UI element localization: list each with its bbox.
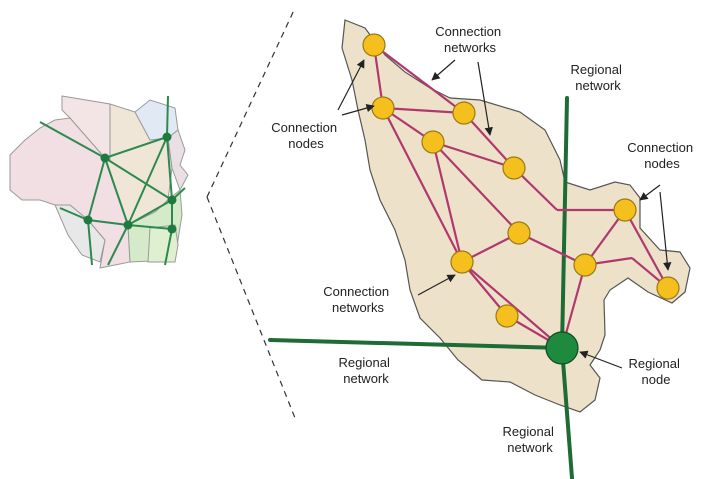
labels: Connection networks Regional network Con… (271, 24, 696, 455)
zoom-connector-lines (206, 7, 296, 419)
district-east (167, 129, 189, 192)
annotation-arrows (337, 59, 672, 369)
label-regional-network-top: Regional network (571, 62, 626, 93)
connection-node (371, 96, 395, 120)
connection-node (450, 250, 474, 274)
label-regional-network-left: Regional network (339, 355, 394, 386)
connection-node (656, 276, 680, 300)
regional-node (545, 331, 579, 365)
overview-map (9, 95, 189, 269)
overview-node (162, 132, 172, 142)
label-connection-nodes-left: Connection nodes (271, 120, 340, 151)
label-regional-node: Regional node (629, 356, 684, 387)
label-connection-nodes-right: Connection nodes (627, 140, 696, 171)
overview-node (167, 195, 177, 205)
connection-node (507, 221, 531, 245)
connection-nodes (362, 33, 680, 328)
overview-nodes (83, 132, 177, 234)
overview-node (123, 220, 133, 230)
district-southwest (54, 204, 106, 263)
district-region-shape (341, 19, 691, 413)
regional-network-lines (268, 96, 574, 479)
connection-node (421, 130, 445, 154)
overview-network-lines (39, 95, 186, 266)
connection-node (452, 101, 476, 125)
connection-node (573, 253, 597, 277)
connection-node (362, 33, 386, 57)
label-connection-networks-mid: Connection networks (323, 284, 392, 315)
label-connection-networks-top: Connection networks (435, 24, 504, 55)
connection-node (613, 198, 637, 222)
overview-node (83, 215, 93, 225)
overview-node (167, 224, 177, 234)
connection-node (502, 156, 526, 180)
label-regional-network-bottom: Regional network (503, 424, 558, 455)
connection-node (495, 304, 519, 328)
overview-node (100, 153, 110, 163)
